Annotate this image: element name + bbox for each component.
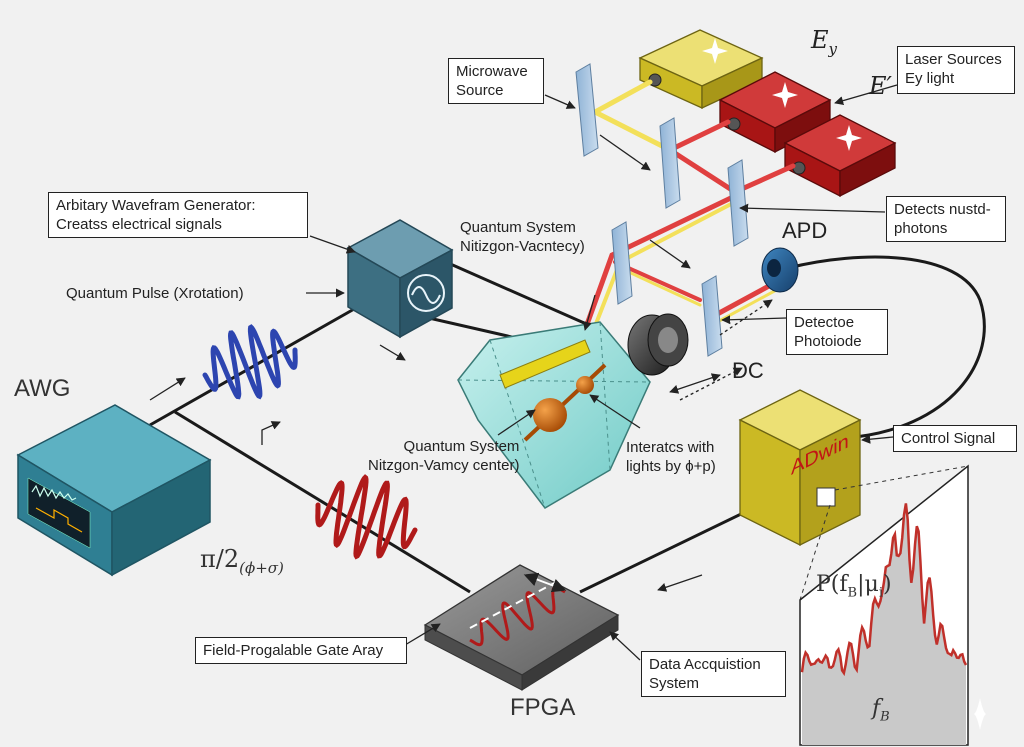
apd-detector	[761, 247, 799, 293]
detects-photons-label: Detects nustd-photons	[886, 196, 1006, 242]
waveform-generator-box	[346, 219, 454, 339]
mirrors	[575, 63, 749, 357]
awg-generator-label: Arbitary Wavefram Generator:Creatss elec…	[48, 192, 308, 238]
fpga-chip-wave	[469, 585, 566, 647]
pi-half-pulse-wave	[315, 474, 418, 560]
fpga-chip	[423, 564, 620, 691]
laser-source-red-1	[718, 71, 832, 154]
adwin-box	[738, 389, 862, 547]
probability-label: P(fB|μi)	[816, 572, 892, 601]
eprime-symbol: E′	[869, 72, 892, 100]
waveform-screen-icon	[27, 477, 91, 549]
dc-label: DC	[732, 358, 764, 383]
quantum-pulse-label: Quantum Pulse (Xrotation)	[66, 285, 244, 302]
ey-symbol: Ey	[811, 26, 838, 58]
pi-half-label: π/2(ϕ+σ)	[200, 545, 284, 577]
fpga-long-label: Field-Progalable Gate Aray	[195, 637, 407, 664]
sine-wave-icon	[407, 274, 445, 312]
laser-source-yellow	[638, 29, 764, 110]
apd-label: APD	[782, 218, 828, 243]
probability-curve	[800, 503, 968, 677]
laser-source-red-2	[783, 114, 897, 198]
quantum-pulse-wave	[202, 324, 298, 400]
awg-label: AWG	[14, 375, 71, 402]
objective-lens	[627, 313, 689, 376]
awg-instrument	[16, 404, 212, 577]
nv-center	[523, 363, 607, 442]
probability-plot	[799, 464, 969, 746]
callout-arrows	[149, 84, 898, 661]
sparkle-icon	[702, 38, 862, 151]
fb-axis-label: fB	[872, 696, 890, 725]
sparkle-icon	[974, 698, 986, 730]
fpga-label: FPGA	[510, 694, 576, 721]
control-signal-label: Control Signal	[893, 425, 1017, 452]
probability-fill	[802, 503, 966, 745]
